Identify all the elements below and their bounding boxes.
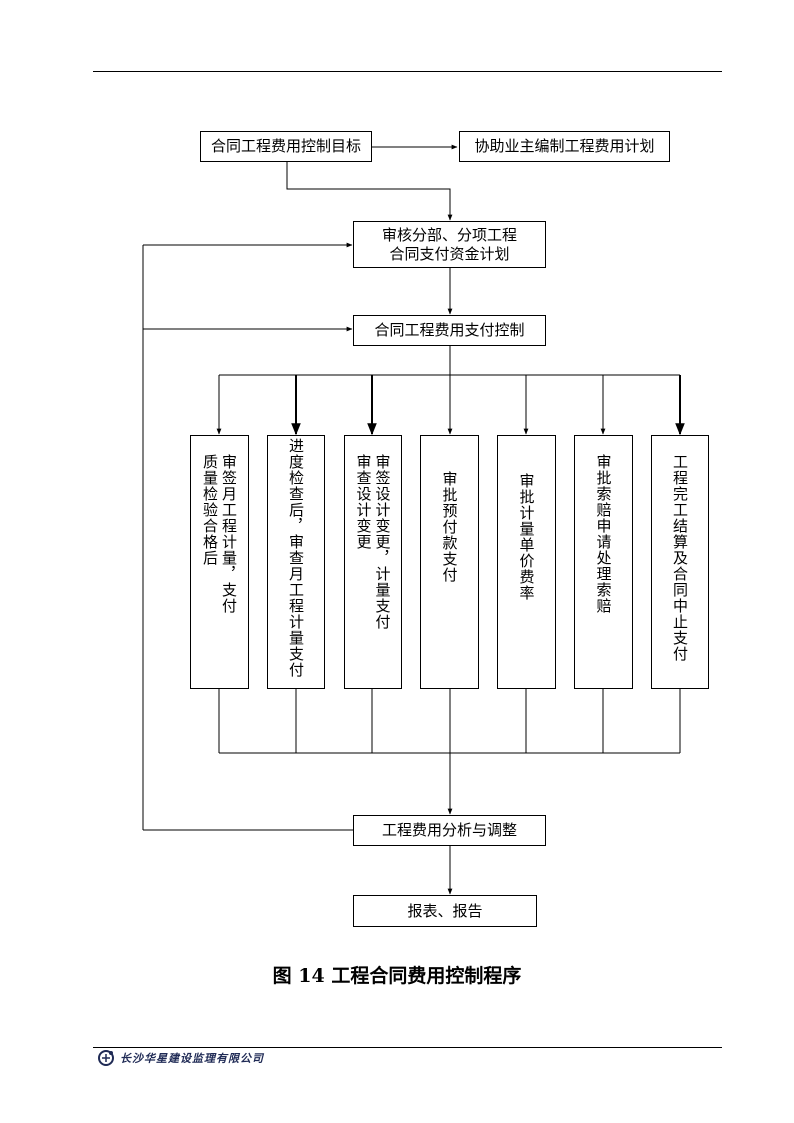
branch-box-1: 审签月工程计量，支付 质量检验合格后 (190, 435, 249, 689)
node-payment-control: 合同工程费用支付控制 (353, 315, 546, 346)
branch-box-3: 审签设计变更，计量支付 审查设计变更 (344, 435, 402, 689)
branch-7-col-1: 工程完工结算及合同中止支付 (671, 454, 689, 662)
branch-box-2: 进度检查后，审查月工程计量支付 (267, 435, 325, 689)
node-cost-target: 合同工程费用控制目标 (200, 131, 372, 162)
header-rule (93, 71, 722, 72)
branch-5-col-1: 审批计量单价费率 (517, 473, 536, 601)
node-cost-analysis: 工程费用分析与调整 (353, 815, 546, 846)
branch-box-7: 工程完工结算及合同中止支付 (651, 435, 709, 689)
branch-6-col-1: 审批索赔申请处理索赔 (594, 454, 613, 614)
footer-company-name: 长沙华星建设监理有限公司 (120, 1052, 264, 1065)
node-review-line2: 合同支付资金计划 (389, 244, 510, 263)
footer-rule (93, 1047, 722, 1048)
branch-box-6: 审批索赔申请处理索赔 (574, 435, 633, 689)
node-report: 报表、报告 (353, 895, 537, 927)
figure-caption: 图 14 工程合同费用控制程序 (272, 965, 522, 987)
branch-3-col-1: 审签设计变更，计量支付 (373, 454, 392, 630)
branch-box-4: 审批预付款支付 (420, 435, 479, 689)
branch-2-col-1: 进度检查后，审查月工程计量支付 (287, 438, 305, 678)
node-review-line1: 审核分部、分项工程 (381, 225, 517, 244)
branch-3-col-2: 审查设计变更 (354, 454, 373, 550)
node-review-fund-plan: 审核分部、分项工程 合同支付资金计划 (353, 221, 546, 268)
arrow-target-to-review (286, 161, 453, 221)
node-assist-plan: 协助业主编制工程费用计划 (459, 131, 670, 162)
company-logo-icon (98, 1050, 114, 1066)
branch-4-col-1: 审批预付款支付 (440, 471, 459, 583)
branch-1-col-1: 审签月工程计量，支付 (220, 454, 238, 614)
branch-1-col-2: 质量检验合格后 (201, 454, 219, 566)
branch-box-5: 审批计量单价费率 (497, 435, 556, 689)
